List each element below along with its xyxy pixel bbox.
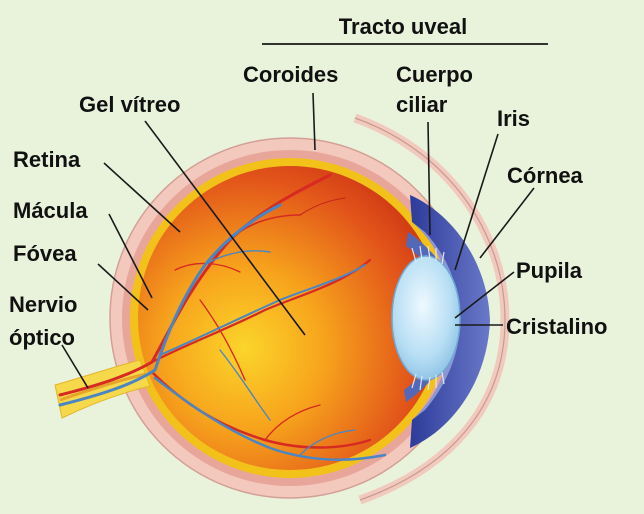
label-pupila: Pupila (516, 258, 583, 283)
label-cuerpo-ciliar-line2: ciliar (396, 92, 448, 117)
label-coroides: Coroides (243, 62, 338, 87)
label-macula: Mácula (13, 198, 88, 223)
label-nervio-line1: Nervio (9, 292, 77, 317)
label-retina: Retina (13, 147, 81, 172)
label-cornea: Córnea (507, 163, 584, 188)
label-cuerpo-ciliar-line1: Cuerpo (396, 62, 473, 87)
label-fovea: Fóvea (13, 241, 77, 266)
lens (392, 256, 460, 380)
label-iris: Iris (497, 106, 530, 131)
label-gel-vitreo: Gel vítreo (79, 92, 180, 117)
label-cristalino: Cristalino (506, 314, 607, 339)
label-nervio-line2: óptico (9, 325, 75, 350)
tracto-uveal-title: Tracto uveal (339, 14, 467, 39)
